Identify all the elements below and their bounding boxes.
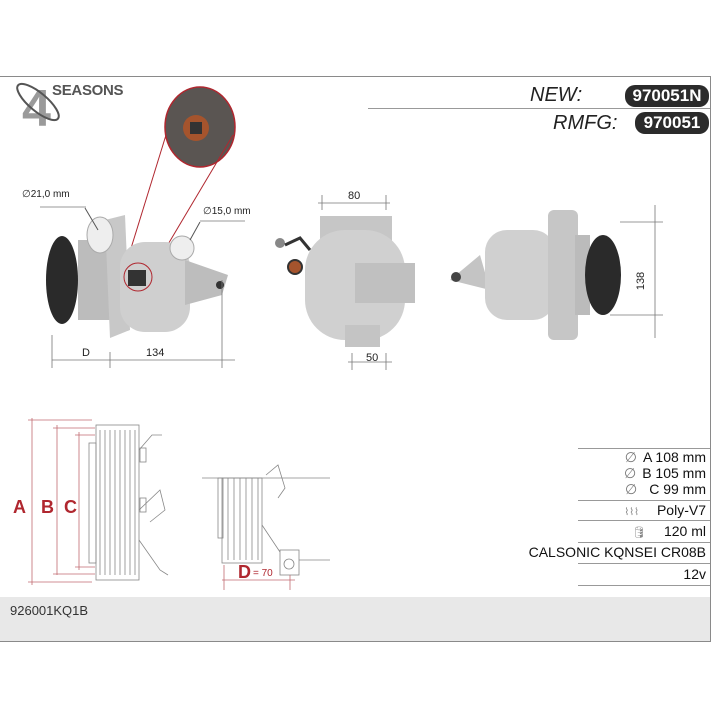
diameter-c-label: C (64, 497, 77, 517)
new-code-badge: 970051N (625, 85, 709, 107)
sheet-frame (0, 76, 711, 642)
depth-d-value: = 70 (253, 568, 273, 579)
header-divider (368, 108, 710, 109)
discharge-port-size: ∅15,0 mm (203, 206, 251, 217)
spec-diameter-b: B 105 mm (642, 465, 706, 481)
spec-oil: 120 ml (663, 523, 706, 539)
oil-can-icon: 🛢 (632, 527, 646, 539)
dim-top-width: 80 (348, 190, 361, 202)
spec-diameter-c: C 99 mm (649, 481, 706, 497)
dim-height: 138 (635, 271, 648, 291)
footer-band (0, 597, 710, 641)
oe-code: 926001KQ1B (10, 603, 89, 618)
spec-divider (578, 542, 710, 543)
spec-voltage: 12v (683, 566, 706, 582)
spec-pulley: Poly-V7 (656, 502, 706, 518)
depth-d-label: D (238, 562, 251, 582)
dim-d-label: D (82, 347, 90, 359)
rmfg-label: RMFG: (553, 112, 618, 134)
new-label: NEW: (530, 84, 583, 106)
pulley-grooves (99, 430, 136, 575)
dimension-lines (40, 195, 663, 370)
dim-bottom-width: 50 (366, 352, 379, 364)
rmfg-code-badge: 970051 (635, 112, 709, 134)
spec-divider (578, 585, 710, 586)
logo-text: SEASONS (52, 82, 124, 99)
spec-divider (578, 500, 710, 501)
four-seasons-logo: 4 (16, 80, 60, 130)
connector-magnifier (127, 86, 236, 279)
spec-diameter-a: A 108 mm (642, 449, 706, 465)
compressor-side-view (46, 207, 228, 338)
compressor-rear-view (275, 216, 415, 347)
pulley-groove-icon: ⌇⌇⌇ (624, 507, 639, 518)
compressor-front-view (450, 210, 621, 340)
spec-divider (578, 563, 710, 564)
dim-length: 134 (146, 347, 165, 359)
diameter-icon: ∅ (625, 481, 638, 497)
suction-port-size: ∅21,0 mm (22, 189, 70, 200)
diameter-b-label: B (41, 497, 54, 517)
diameter-icon: ∅ (624, 449, 637, 465)
pulley-diagrams (28, 418, 330, 590)
diameter-a-label: A (13, 497, 26, 517)
compressor-photos (40, 86, 663, 370)
spec-divider (578, 520, 710, 521)
diameter-icon: ∅ (623, 465, 637, 481)
spec-divider (578, 448, 710, 449)
spec-model: CALSONIC KQNSEI CR08B (528, 544, 706, 560)
